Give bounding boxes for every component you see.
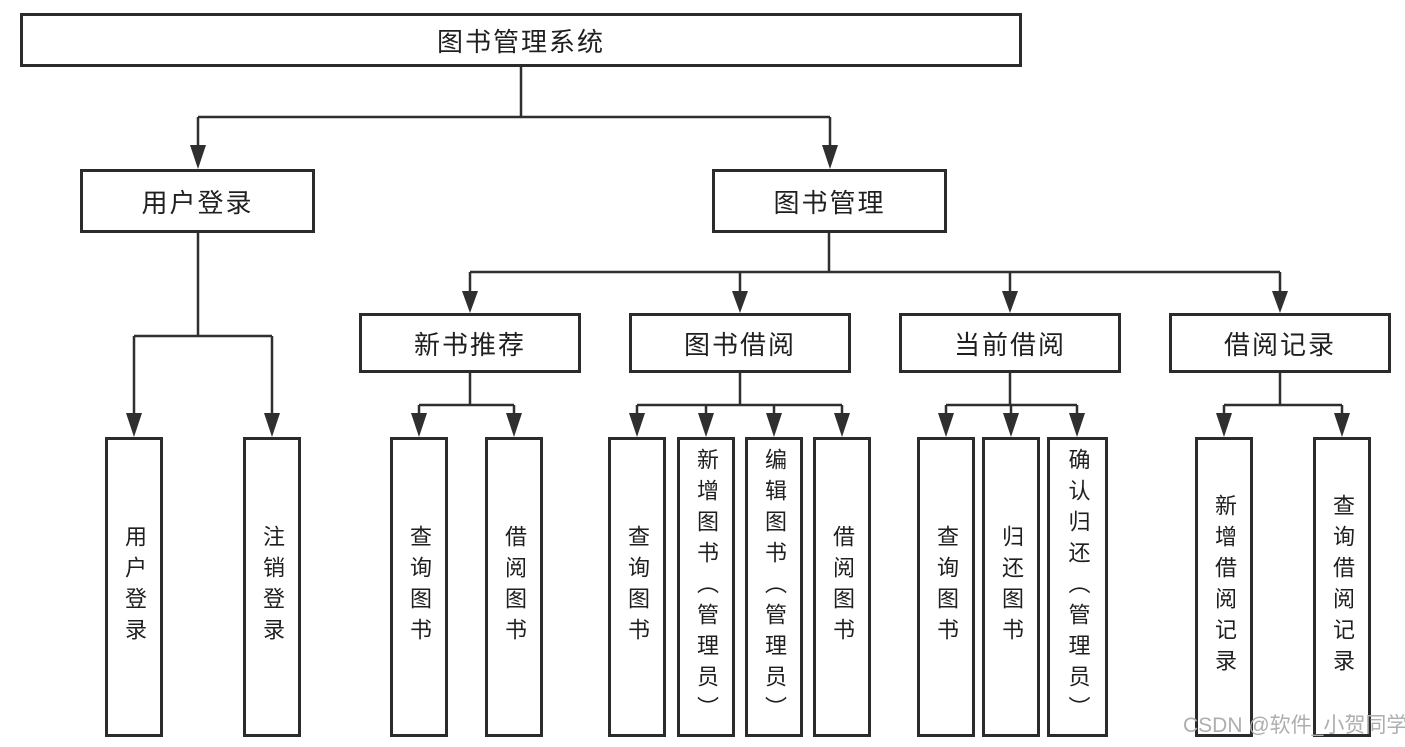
leaf-query-borrow-record: 查询借阅记录 xyxy=(1313,437,1371,737)
leaf-borrow-books-recommend: 借阅图书 xyxy=(485,437,543,737)
node-current-borrowing: 当前借阅 xyxy=(899,313,1121,373)
leaf-query-books-recommend: 查询图书 xyxy=(390,437,448,737)
leaf-borrow-books-borrowing: 借阅图书 xyxy=(813,437,871,737)
node-root: 图书管理系统 xyxy=(20,13,1022,67)
leaf-logout: 注销登录 xyxy=(243,437,301,737)
node-book-borrowing: 图书借阅 xyxy=(629,313,851,373)
node-book-management: 图书管理 xyxy=(712,169,947,233)
leaf-add-book-admin: 新增图书（管理员） xyxy=(677,437,735,737)
leaf-edit-book-admin: 编辑图书（管理员） xyxy=(745,437,803,737)
node-user-login: 用户登录 xyxy=(80,169,315,233)
leaf-user-login: 用户登录 xyxy=(105,437,163,737)
leaf-confirm-return-admin: 确认归还（管理员） xyxy=(1047,437,1108,737)
leaf-query-books-borrowing: 查询图书 xyxy=(608,437,666,737)
leaf-query-books-current: 查询图书 xyxy=(917,437,975,737)
leaf-return-book: 归还图书 xyxy=(982,437,1040,737)
node-borrowing-records: 借阅记录 xyxy=(1169,313,1391,373)
leaf-add-borrow-record: 新增借阅记录 xyxy=(1195,437,1253,737)
node-new-book-recommend: 新书推荐 xyxy=(359,313,581,373)
watermark-text: CSDN @软件_小贺同学 xyxy=(1183,714,1405,737)
